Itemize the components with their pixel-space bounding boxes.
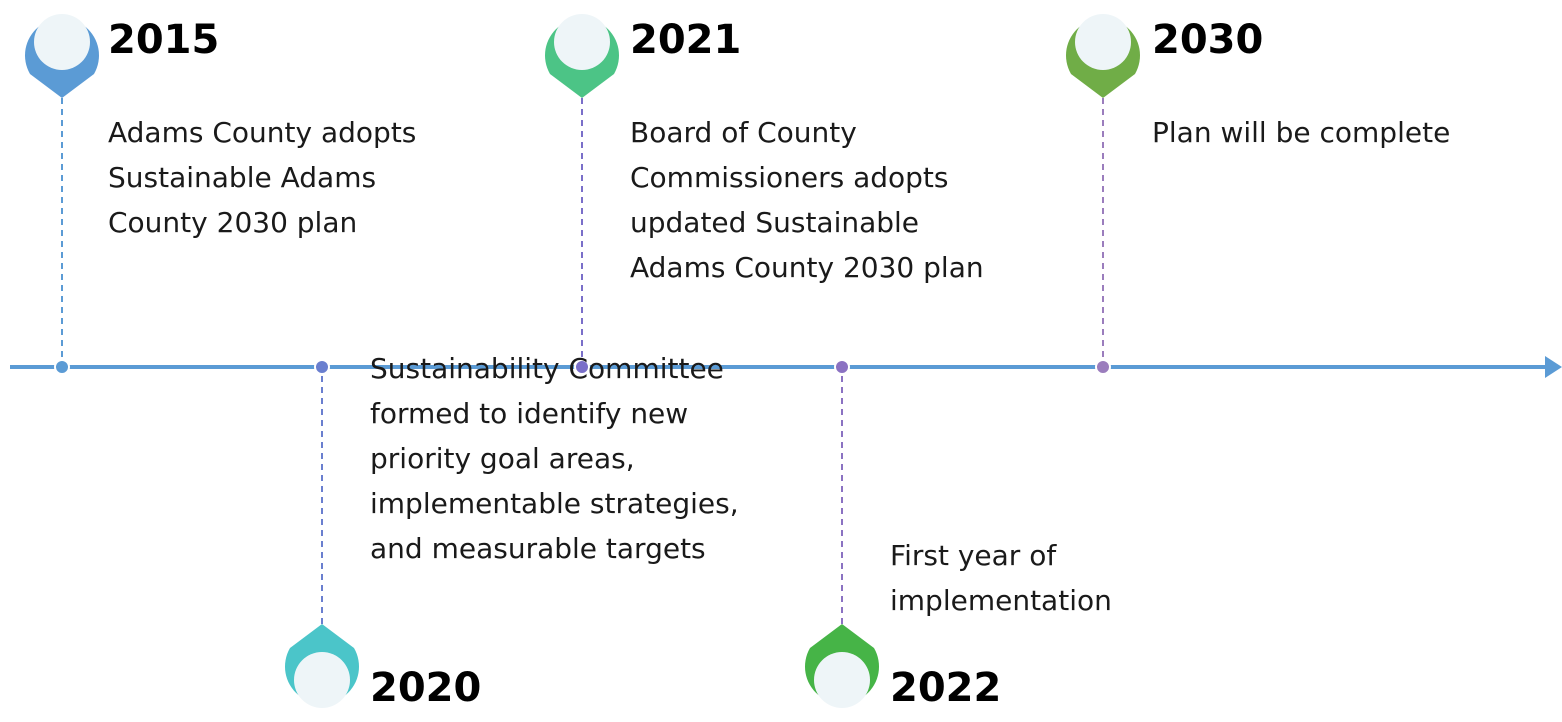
year-label-2022: 2022 [890,665,1002,711]
description-line: Adams County adopts [108,116,417,149]
year-label-2020: 2020 [370,665,482,711]
description-line: Plan will be complete [1152,116,1451,149]
milestone-description-2015: Adams County adopts Sustainable Adams Co… [108,110,416,245]
map-pin-inner-2022 [814,652,870,708]
axis-dot-2021 [574,359,590,375]
description-line: Sustainability Committee [370,352,724,385]
axis-dot-2022 [834,359,850,375]
description-line: updated Sustainable [630,206,920,239]
milestone-description-2020: Sustainability Committee formed to ident… [370,346,739,571]
milestone-description-2021: Board of County Commissioners adopts upd… [630,110,984,290]
year-label-2015: 2015 [108,17,220,63]
description-line: County 2030 plan [108,206,358,239]
description-line: implementable strategies, [370,487,739,520]
description-line: Commissioners adopts [630,161,949,194]
map-pin-inner-2015 [34,14,90,70]
description-line: First year of [890,539,1057,572]
description-line: Board of County [630,116,857,149]
description-line: formed to identify new [370,397,689,430]
description-line: Sustainable Adams [108,161,377,194]
timeline-arrowhead [1545,356,1562,378]
year-label-2021: 2021 [630,17,742,63]
year-label-2030: 2030 [1152,17,1264,63]
milestone-description-2030: Plan will be complete [1152,110,1450,155]
pins-layer [25,14,1140,708]
axis-dot-2030 [1095,359,1111,375]
axis-dot-2020 [314,359,330,375]
axis-dot-2015 [54,359,70,375]
milestone-description-2022: First year of implementation [890,533,1112,623]
description-line: priority goal areas, [370,442,635,475]
description-line: implementation [890,584,1112,617]
map-pin-inner-2021 [554,14,610,70]
description-line: Adams County 2030 plan [630,251,984,284]
map-pin-inner-2020 [294,652,350,708]
map-pin-inner-2030 [1075,14,1131,70]
connectors-layer [61,98,1104,624]
description-line: and measurable targets [370,532,706,565]
